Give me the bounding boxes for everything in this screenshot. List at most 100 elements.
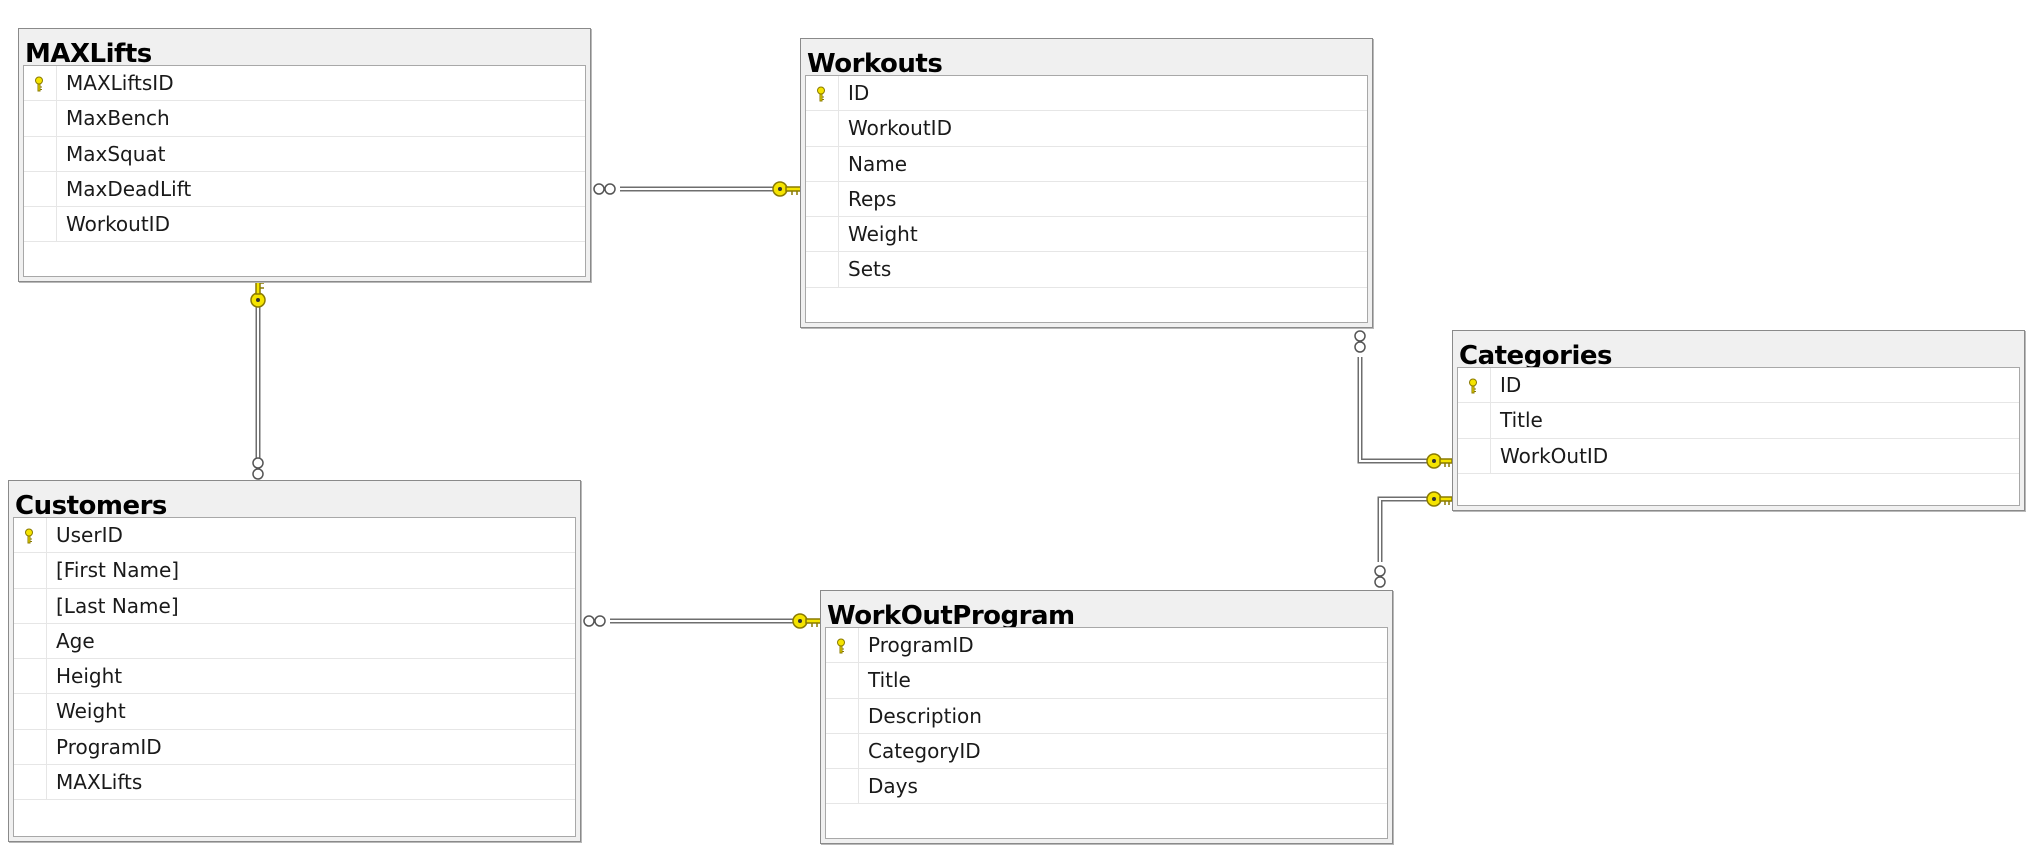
row-selector[interactable]: [24, 171, 57, 207]
column-row[interactable]: WorkOutID: [1458, 438, 2019, 474]
row-selector[interactable]: [806, 146, 839, 181]
column-row[interactable]: Age: [14, 623, 575, 660]
row-selector[interactable]: [826, 733, 859, 769]
many-end-symbol: [252, 457, 264, 480]
relationship-workouts-categories[interactable]: [1354, 330, 1453, 469]
table-title[interactable]: Workouts: [807, 49, 943, 75]
row-selector[interactable]: [806, 217, 839, 252]
column-row[interactable]: UserID: [14, 518, 575, 554]
column-row[interactable]: Weight: [14, 694, 575, 730]
row-selector[interactable]: [14, 518, 47, 553]
column-name: Reps: [848, 186, 897, 211]
column-row[interactable]: MAXLiftsID: [24, 66, 585, 102]
row-selector[interactable]: [24, 101, 57, 136]
row-selector[interactable]: [826, 698, 859, 733]
row-selector[interactable]: [14, 623, 47, 659]
row-selector[interactable]: [24, 207, 57, 242]
many-end-symbol: [1374, 565, 1386, 588]
column-name: WorkoutID: [66, 212, 170, 237]
row-selector[interactable]: [14, 588, 47, 623]
many-end-symbol: [583, 615, 606, 627]
row-selector[interactable]: [14, 659, 47, 694]
table-title[interactable]: WorkOutProgram: [827, 601, 1075, 627]
column-name: MaxDeadLift: [66, 176, 192, 201]
row-selector[interactable]: [14, 694, 47, 729]
column-name: [First Name]: [56, 558, 180, 583]
primary-key-icon: [25, 528, 33, 544]
table-title[interactable]: Customers: [15, 491, 167, 517]
table-customers[interactable]: Customers UserID [First Name] [Last Name] A…: [8, 480, 581, 842]
column-name: ID: [848, 81, 870, 105]
primary-key-icon: [837, 638, 845, 654]
row-selector[interactable]: [14, 553, 47, 588]
relationship-maxlifts-workouts[interactable]: [593, 181, 803, 197]
many-end-symbol: [593, 183, 616, 195]
many-end-symbol: [1354, 330, 1366, 353]
row-selector[interactable]: [806, 181, 839, 217]
column-row[interactable]: Name: [806, 146, 1367, 182]
column-row[interactable]: Reps: [806, 181, 1367, 218]
column-row[interactable]: ID: [806, 76, 1367, 112]
column-row[interactable]: Days: [826, 769, 1387, 805]
row-selector[interactable]: [1458, 403, 1491, 438]
column-name: ProgramID: [56, 734, 162, 759]
row-selector[interactable]: [826, 663, 859, 698]
column-name: WorkoutID: [848, 116, 952, 141]
column-name: Weight: [56, 699, 126, 724]
row-selector[interactable]: [806, 252, 839, 287]
column-name: [Last Name]: [56, 593, 179, 618]
column-name: MaxBench: [66, 106, 170, 131]
row-selector[interactable]: [806, 76, 839, 111]
column-row[interactable]: Title: [1458, 403, 2019, 439]
column-row[interactable]: [First Name]: [14, 553, 575, 589]
relationship-customers-workoutprogram[interactable]: [583, 613, 823, 629]
row-selector[interactable]: [24, 136, 57, 171]
column-row[interactable]: ProgramID: [826, 628, 1387, 664]
row-selector[interactable]: [826, 628, 859, 663]
row-selector[interactable]: [826, 769, 859, 804]
column-row[interactable]: MAXLifts: [14, 765, 575, 801]
column-row[interactable]: WorkoutID: [806, 111, 1367, 147]
one-end-key-icon: [792, 613, 823, 629]
column-name: Description: [868, 703, 982, 728]
row-selector[interactable]: [1458, 368, 1491, 403]
relationship-customers-maxlifts[interactable]: [250, 277, 266, 480]
column-row[interactable]: ID: [1458, 368, 2019, 404]
column-name: CategoryID: [868, 738, 981, 763]
column-row[interactable]: Description: [826, 698, 1387, 734]
row-selector[interactable]: [806, 111, 839, 146]
column-row[interactable]: WorkoutID: [24, 207, 585, 243]
column-row[interactable]: Height: [14, 659, 575, 695]
one-end-key-icon: [250, 277, 266, 308]
row-selector[interactable]: [14, 729, 47, 765]
column-row[interactable]: ProgramID: [14, 729, 575, 766]
column-row[interactable]: CategoryID: [826, 733, 1387, 770]
column-name: UserID: [56, 523, 123, 547]
one-end-key-icon: [1426, 453, 1453, 469]
column-row[interactable]: MaxDeadLift: [24, 171, 585, 208]
one-end-key-icon: [1426, 491, 1453, 507]
column-row[interactable]: MaxBench: [24, 101, 585, 137]
column-row[interactable]: [Last Name]: [14, 588, 575, 624]
column-row[interactable]: Title: [826, 663, 1387, 699]
table-title[interactable]: MAXLifts: [25, 39, 152, 65]
column-name: Age: [56, 628, 95, 653]
column-row[interactable]: MaxSquat: [24, 136, 585, 172]
row-selector[interactable]: [24, 66, 57, 101]
table-title[interactable]: Categories: [1459, 341, 1613, 367]
row-selector[interactable]: [14, 765, 47, 800]
column-row[interactable]: Weight: [806, 217, 1367, 253]
row-selector[interactable]: [1458, 438, 1491, 473]
column-row[interactable]: Sets: [806, 252, 1367, 288]
relationship-workoutprogram-categories[interactable]: [1374, 491, 1453, 588]
